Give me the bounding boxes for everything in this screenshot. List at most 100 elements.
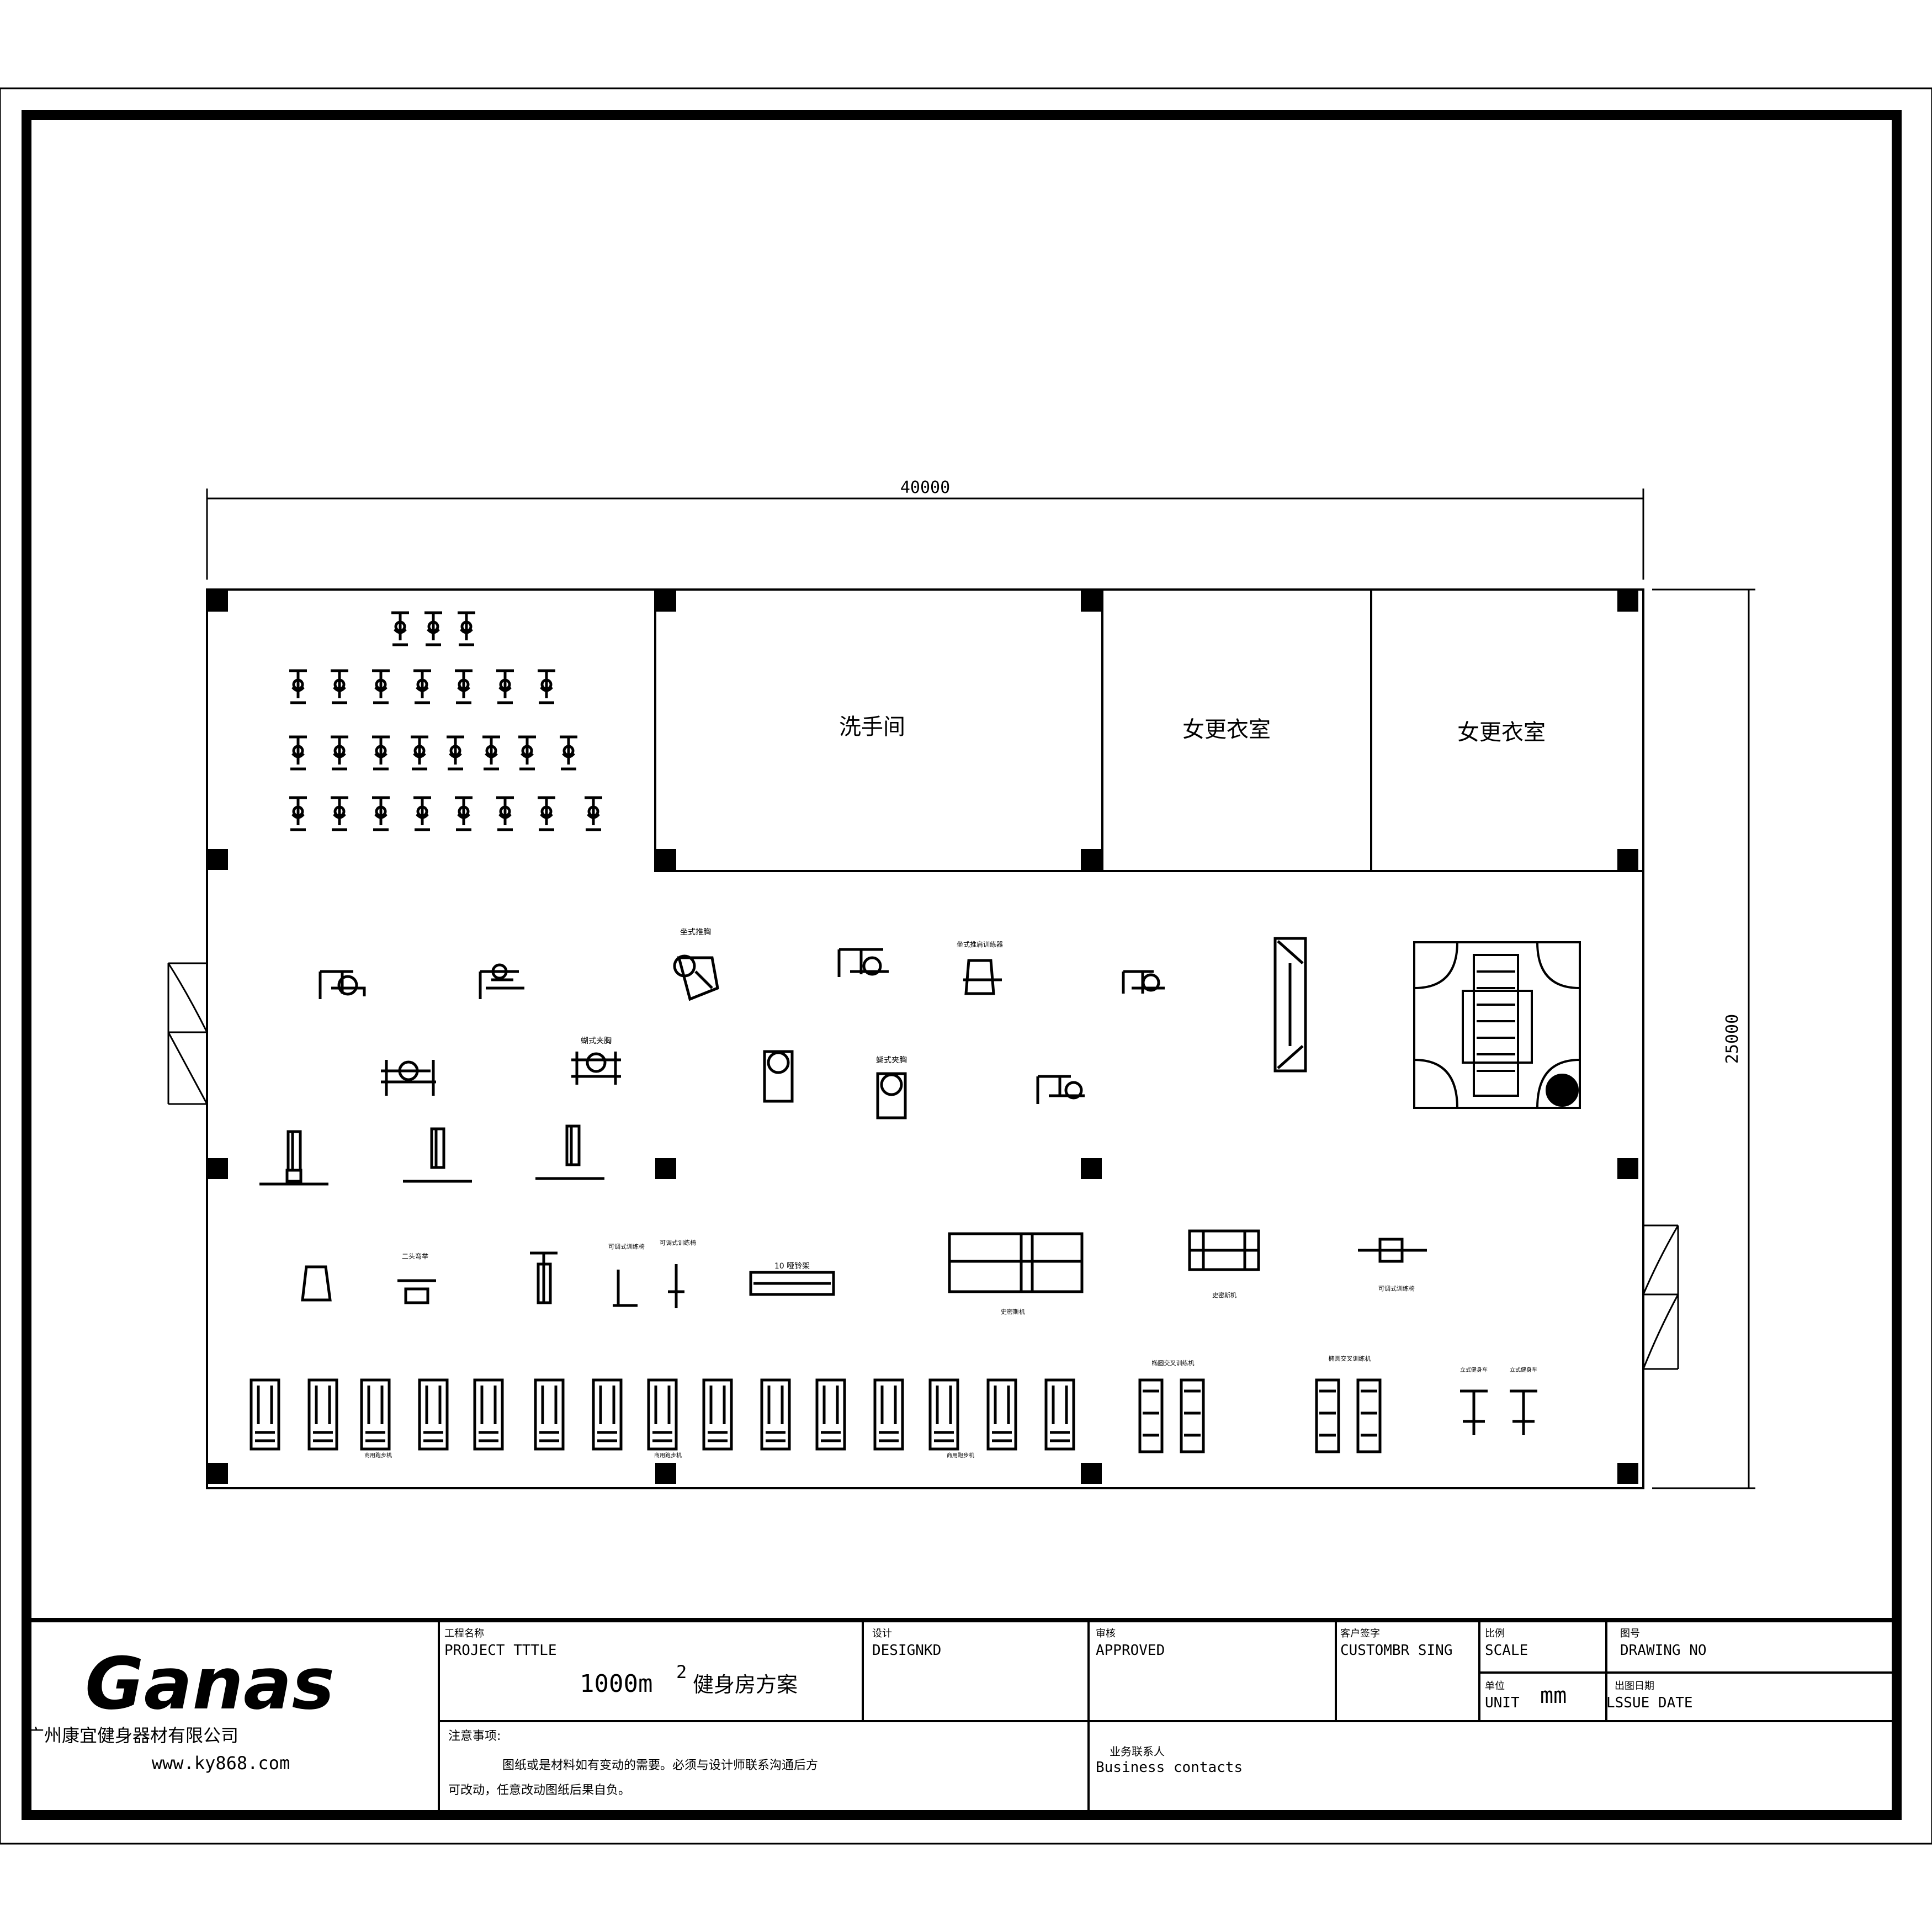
spin-bike-seat <box>333 678 346 691</box>
room-washroom: 洗手间 <box>839 714 905 740</box>
spin-bike-seat <box>540 805 553 818</box>
spin-bike-seat <box>333 805 346 818</box>
notes-title: 注意事项: <box>448 1729 501 1743</box>
treadmill-belt <box>423 1386 443 1442</box>
spin-bike-icon <box>455 669 473 704</box>
caption-dumbbell-rack: 10 哑铃架 <box>774 1262 810 1271</box>
customer-cn: 客户签字 <box>1340 1628 1380 1639</box>
treadmill-belt <box>934 1386 954 1442</box>
spin-bike-icon <box>289 735 307 771</box>
spin-bike-icon <box>496 796 514 831</box>
title-block <box>30 1618 1893 1812</box>
caption-treadmill-c: 商用跑步机 <box>947 1452 974 1459</box>
equipment-captions: 坐式推胸 坐式推肩训练器 蝴式夹胸 蝴式夹胸 10 哑铃架 二头弯举 可调式训练… <box>364 928 1537 1459</box>
treadmill-icon <box>928 1378 959 1451</box>
project-title-cn: 工程名称 <box>444 1628 484 1639</box>
spin-bike-icon <box>413 796 431 831</box>
company-website: www.ky868.com <box>152 1753 290 1774</box>
treadmill-belt <box>708 1386 728 1442</box>
treadmill-icon <box>986 1378 1017 1451</box>
structural-columns <box>207 591 1638 1484</box>
spin-bike-seat <box>521 745 533 757</box>
spin-bike-seat <box>449 745 461 757</box>
spin-bike-seat <box>460 620 473 633</box>
caption-biceps: 二头弯举 <box>402 1252 428 1260</box>
treadmill-icon <box>760 1378 791 1451</box>
spin-bike-icon <box>372 735 390 771</box>
drawing-en: DRAWING NO <box>1620 1642 1707 1659</box>
treadmill-icon <box>1044 1378 1075 1451</box>
unit-value: mm <box>1540 1683 1567 1708</box>
spin-bike-seat <box>458 678 470 691</box>
spin-bike-seat <box>375 678 387 691</box>
treadmill-belt <box>821 1386 841 1442</box>
spin-bike-seat <box>292 805 304 818</box>
treadmill-belt <box>479 1386 498 1442</box>
project-name: 1000m <box>580 1670 652 1698</box>
spin-bike-icon <box>413 669 431 704</box>
caption-seated-rower: 坐式推胸 <box>680 928 711 937</box>
door-right <box>1642 1224 1679 1370</box>
caption-elliptical-a: 椭圆交叉训练机 <box>1152 1359 1195 1367</box>
customer-en: CUSTOMBR SING <box>1340 1642 1453 1659</box>
spin-bike-seat <box>499 805 511 818</box>
spin-bike-seat <box>292 678 304 691</box>
treadmill-belt <box>879 1386 899 1442</box>
width-label: 40000 <box>900 478 950 497</box>
project-title-en: PROJECT TTTLE <box>444 1642 557 1659</box>
spin-bike-seat <box>292 745 304 757</box>
spin-bike-seat <box>333 745 346 757</box>
caption-multi-rack: 史密斯机 <box>1212 1291 1236 1299</box>
spin-bike-icon <box>585 796 602 831</box>
spin-bike-icon <box>455 796 473 831</box>
treadmill-icon <box>873 1378 904 1451</box>
spin-bike-seat <box>427 620 439 633</box>
project-name-sup: 2 <box>676 1662 687 1682</box>
company-logo: Ganas <box>85 1642 335 1726</box>
caption-butterfly-b: 蝴式夹胸 <box>876 1056 907 1065</box>
notes-line2: 可改动，任意改动图纸后果自负。 <box>448 1784 630 1797</box>
cardio-group-right <box>1138 1378 1537 1453</box>
unit-en: UNIT <box>1485 1695 1520 1711</box>
spin-bike-seat <box>413 745 426 757</box>
company-name: 广州康宜健身器材有限公司 <box>26 1725 238 1746</box>
treadmill-belt <box>539 1386 559 1442</box>
strength-machines <box>319 937 1307 1073</box>
spin-bike-icon <box>391 611 409 646</box>
spin-bike-icon <box>482 735 500 771</box>
spin-bike-icon <box>372 796 390 831</box>
spin-bike-icon <box>447 735 464 771</box>
caption-upright-a: 立式健身车 <box>1460 1366 1488 1373</box>
spin-bike-icon <box>289 669 307 704</box>
caption-smith: 史密斯机 <box>1001 1308 1025 1315</box>
strength-machines-row2 <box>381 1050 1085 1119</box>
treadmill-icon <box>534 1378 565 1451</box>
spin-bike-seat <box>485 745 497 757</box>
spin-bike-seat <box>587 805 599 818</box>
spin-bike-icon <box>372 669 390 704</box>
contacts-cn: 业务联系人 <box>1110 1745 1165 1758</box>
spin-bike-icon <box>560 735 577 771</box>
treadmill-belt <box>992 1386 1012 1442</box>
approved-en: APPROVED <box>1096 1642 1165 1659</box>
caption-butterfly-a: 蝴式夹胸 <box>581 1037 612 1045</box>
design-en: DESIGNKD <box>872 1642 941 1659</box>
caption-elliptical-b: 椭圆交叉训练机 <box>1329 1355 1371 1362</box>
treadmill-belt <box>766 1386 785 1442</box>
outer-frame <box>0 87 1932 1845</box>
spin-bike-icon <box>411 735 428 771</box>
spin-bike-icon <box>496 669 514 704</box>
spin-bike-seat <box>416 805 428 818</box>
treadmill-belt <box>652 1386 672 1442</box>
training-platform <box>1413 941 1581 1109</box>
spin-bike-seat <box>394 620 406 633</box>
caption-upright-b: 立式健身车 <box>1510 1366 1537 1373</box>
treadmill-icon <box>647 1378 678 1451</box>
treadmill-icon <box>250 1378 280 1451</box>
design-cn: 设计 <box>872 1628 892 1639</box>
caption-adjustable-a: 可调式训练椅 <box>608 1243 645 1250</box>
spin-bike-icon <box>518 735 536 771</box>
spin-bike-icon <box>331 669 348 704</box>
door-left <box>167 962 208 1105</box>
